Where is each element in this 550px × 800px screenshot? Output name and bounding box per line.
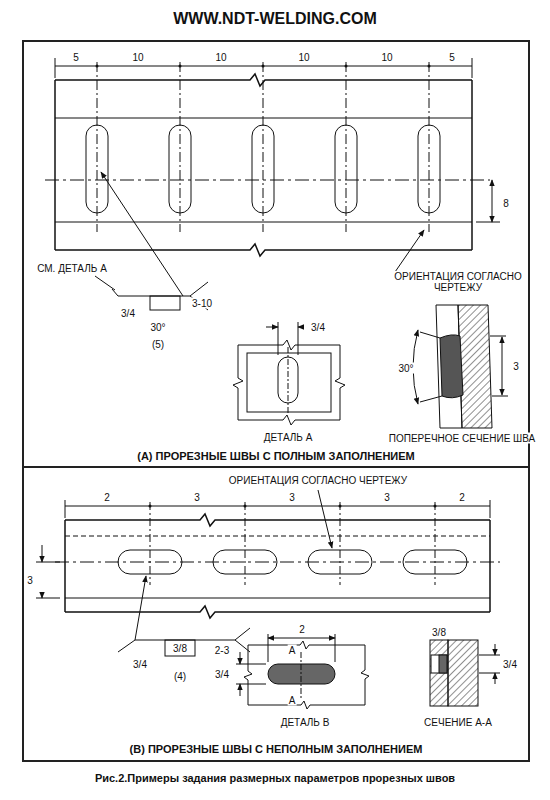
dimension-label: 3/8 — [431, 627, 447, 638]
figure-caption: Рис.2.Примеры задания размерных параметр… — [0, 772, 550, 784]
callout-label: A — [288, 695, 297, 706]
callout-label: ОРИЕНТАЦИЯ СОГЛАСНО ЧЕРТЕЖУ — [392, 271, 524, 293]
dimension-label: 3/4 — [502, 659, 518, 670]
dimension-label: 3 — [512, 361, 520, 372]
page-title: WWW.NDT-WELDING.COM — [0, 10, 550, 28]
weld-symbol-b — [118, 576, 250, 656]
dimension-label: 3/8 — [172, 643, 188, 654]
dimension-label: (4) — [173, 671, 187, 682]
dimension-label: 8 — [502, 198, 510, 209]
plate-b — [36, 490, 500, 618]
panel-frame: (A) ПРОРЕЗНЫЕ ШВЫ С ПОЛНЫМ ЗАПОЛНЕНИЕМ — [22, 40, 530, 468]
dimension-label: 10 — [131, 52, 144, 63]
callout-label: ДЕТАЛЬ А — [263, 432, 314, 443]
weld-symbol-a — [95, 172, 208, 310]
dimension-label: 3/4 — [310, 322, 326, 333]
dimension-label: 10 — [214, 52, 227, 63]
section-a-a — [430, 640, 500, 706]
callout-label: ОРИЕНТАЦИЯ СОГЛАСНО ЧЕРТЕЖУ — [228, 475, 408, 486]
dimension-label: 10 — [297, 52, 310, 63]
callout-label: ДЕТАЛЬ В — [280, 717, 331, 728]
dimension-label: 5 — [448, 52, 456, 63]
plate-a — [45, 58, 500, 256]
dimension-label: 10 — [380, 52, 393, 63]
dimension-label: 30° — [397, 363, 414, 374]
dimension-label: 3/4 — [120, 308, 136, 319]
dimension-label: 3 — [288, 492, 296, 503]
dimension-label: 3 — [26, 575, 34, 586]
dimension-label: 5 — [72, 52, 80, 63]
dimension-label: 2 — [458, 492, 466, 503]
callout-label: ПОПЕРЕЧНОЕ СЕЧЕНИЕ ШВА — [388, 433, 537, 444]
dimension-label: 3 — [383, 492, 391, 503]
dimension-label: 3-10 — [191, 298, 213, 309]
dimension-label: 2 — [103, 492, 111, 503]
dimension-label: 2-3 — [214, 645, 230, 656]
callout-label: СЕЧЕНИЕ А-А — [423, 717, 493, 728]
weld-cross-section-a — [413, 305, 508, 428]
dimension-label: 2 — [298, 624, 306, 635]
panel-caption: (A) ПРОРЕЗНЫЕ ШВЫ С ПОЛНЫМ ЗАПОЛНЕНИЕМ — [134, 450, 418, 462]
detail-b — [236, 634, 369, 709]
detail-a — [233, 322, 345, 425]
dimension-label: (5) — [151, 339, 165, 350]
leader-line — [395, 230, 424, 272]
callout-label: СМ. ДЕТАЛЬ А — [36, 263, 108, 274]
dimension-label: 30° — [149, 322, 166, 333]
dimension-label: 3/4 — [214, 669, 230, 680]
callout-label: A — [288, 645, 297, 656]
dimension-label: 3 — [193, 492, 201, 503]
dimension-label: 3/4 — [132, 659, 148, 670]
panel-caption: (B) ПРОРЕЗНЫЕ ШВЫ С НЕПОЛНЫМ ЗАПОЛНЕНИЕМ — [127, 743, 426, 755]
